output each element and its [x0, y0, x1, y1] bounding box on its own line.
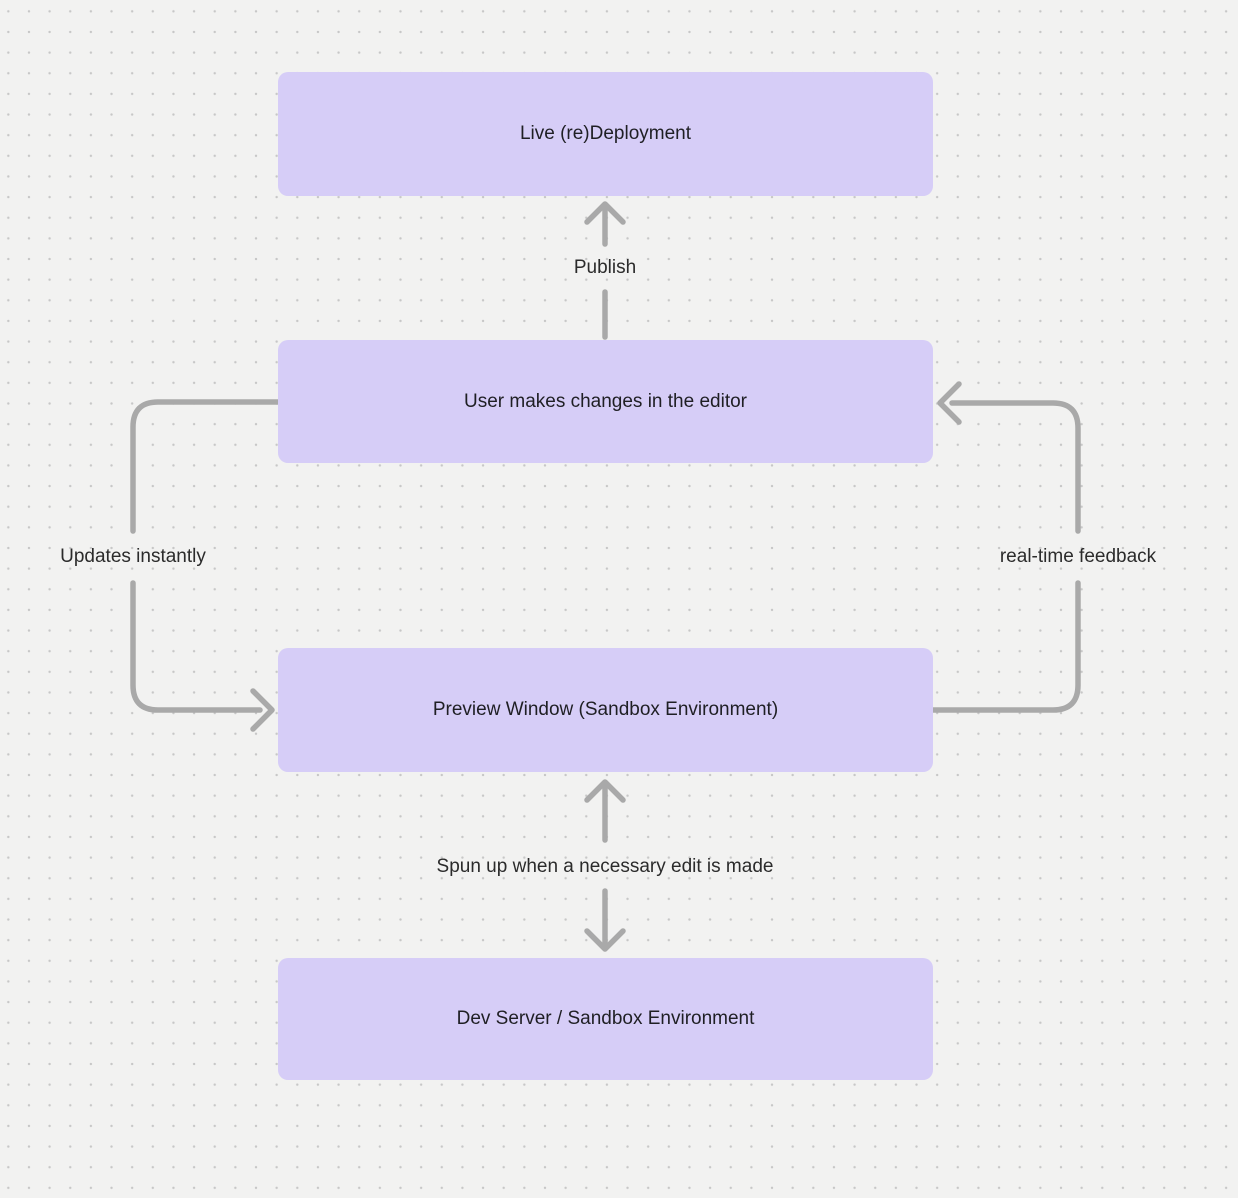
arrowhead-left-icon [937, 381, 962, 425]
flow-node-live-deployment[interactable]: Live (re)Deployment [278, 72, 933, 196]
edge-label-publish[interactable]: Publish [573, 257, 637, 278]
edge-label-real-time-feedback[interactable]: real-time feedback [999, 546, 1157, 567]
edge-real-time-feedback-arrow[interactable] [930, 381, 1081, 713]
flow-node-preview-window[interactable]: Preview Window (Sandbox Environment) [278, 648, 933, 772]
arrowhead-down-icon [584, 928, 626, 952]
flow-node-dev-server[interactable]: Dev Server / Sandbox Environment [278, 958, 933, 1080]
flow-node-user-makes-changes[interactable]: User makes changes in the editor [278, 340, 933, 463]
edge-publish-arrow[interactable] [584, 201, 626, 340]
edge-label-spun-up[interactable]: Spun up when a necessary edit is made [436, 856, 774, 877]
edge-updates-instantly-arrow[interactable] [130, 399, 281, 732]
edge-spun-up-arrow[interactable] [584, 779, 626, 952]
arrowhead-up-icon [584, 779, 626, 803]
arrowhead-up-icon [584, 201, 626, 225]
arrowhead-right-icon [250, 688, 275, 732]
edge-label-updates-instantly[interactable]: Updates instantly [60, 546, 206, 567]
